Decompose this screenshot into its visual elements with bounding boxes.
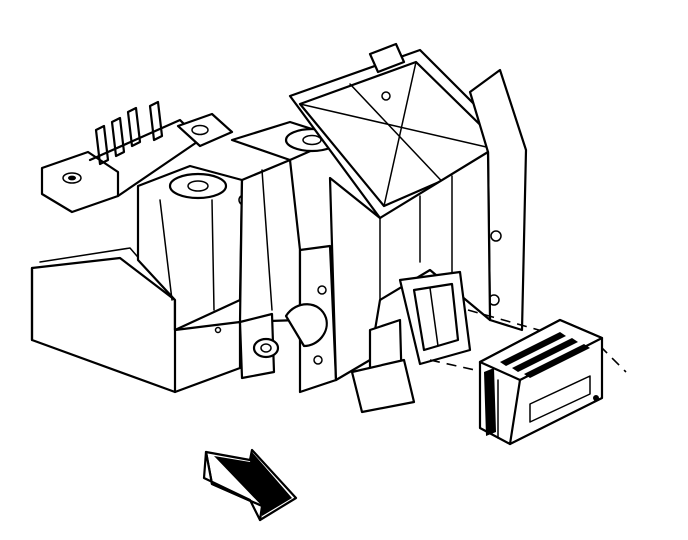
installation-guide-lines bbox=[429, 309, 627, 373]
bracket-assembly bbox=[30, 42, 528, 414]
electronic-module bbox=[478, 318, 604, 446]
front-direction-arrow-icon bbox=[202, 448, 298, 522]
